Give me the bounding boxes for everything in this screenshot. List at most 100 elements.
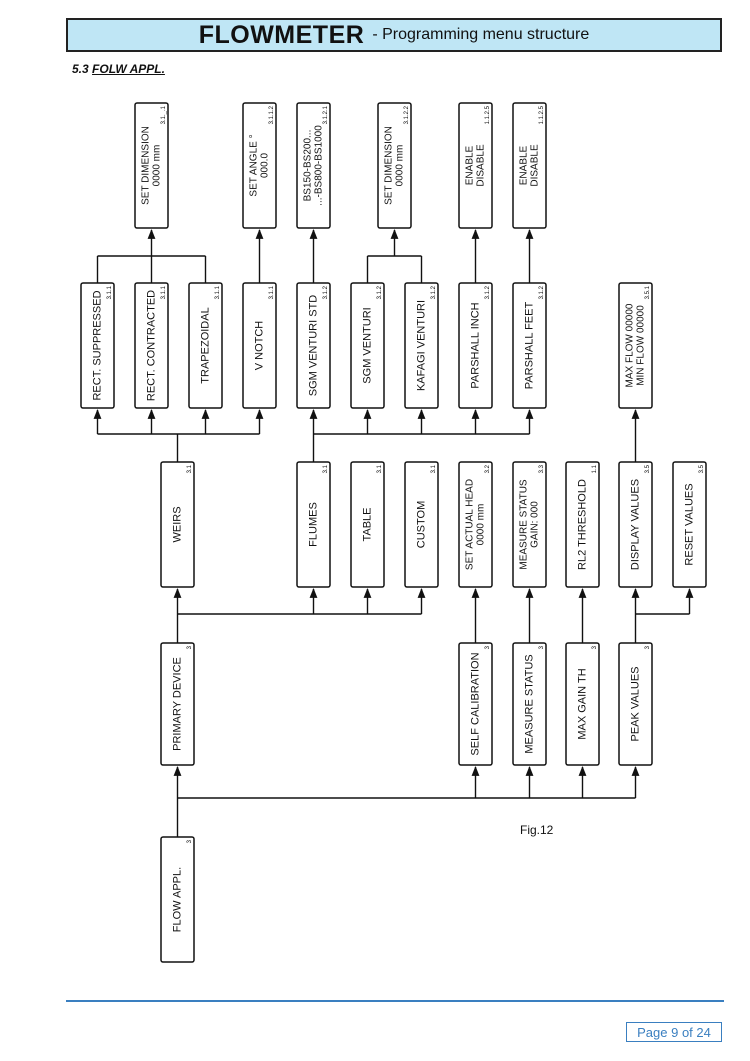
menu-box-label: TRAPEZOIDAL [200, 307, 212, 383]
menu-box-label: 0000 mm [395, 145, 406, 187]
menu-box-code: 1.1 [592, 464, 598, 473]
menu-box-code: 3.1.1 [269, 285, 275, 299]
menu-box-label: V NOTCH [254, 321, 266, 371]
menu-box-frame [296, 461, 331, 588]
menu-box-label: FLUMES [308, 502, 320, 547]
menu-box-code: 3.1.1 [107, 285, 113, 299]
menu-box-code: 3.1.2.2 [404, 105, 410, 124]
menu-box-frame [160, 836, 195, 963]
menu-box-frame [134, 282, 169, 409]
menu-box-label: MEASURE STATUS [519, 479, 530, 570]
menu-box-label: RECT. SUPPRESSED [92, 290, 104, 400]
menu-box-code: 3.1.2 [539, 285, 545, 299]
page-number: Page 9 of 24 [626, 1022, 722, 1042]
menu-box-code: 3 [539, 645, 545, 649]
menu-box-label: ENABLE [519, 145, 530, 185]
menu-box-code: 3.5 [645, 464, 651, 473]
menu-box-frame [296, 282, 331, 409]
menu-box-label: WEIRS [172, 506, 184, 542]
menu-box-code: 3.1 [323, 464, 329, 473]
section-heading: 5.3 FOLW APPL. [72, 62, 165, 76]
menu-box-frame [618, 642, 653, 766]
menu-box-label: DISPLAY VALUES [630, 479, 642, 570]
menu-box-frame [377, 102, 412, 229]
menu-box-code: 3.1.2 [323, 285, 329, 299]
menu-box-frame [160, 642, 195, 766]
menu-box-frame [512, 642, 547, 766]
menu-box-code: 1.1.2.5 [539, 105, 545, 124]
menu-box-code: 3.1.2 [377, 285, 383, 299]
menu-box-frame [565, 642, 600, 766]
menu-box-code: 3.1.2 [485, 285, 491, 299]
section-title: FOLW APPL. [92, 62, 165, 76]
menu-box-label: SET ACTUAL HEAD [465, 479, 476, 570]
menu-box-frame [618, 282, 653, 409]
menu-box-frame [404, 461, 439, 588]
menu-box-label: MIN FLOW 00000 [636, 305, 647, 386]
menu-box-frame [565, 461, 600, 588]
menu-box-frame [512, 282, 547, 409]
menu-box-code: 3 [592, 645, 598, 649]
menu-box-frame [242, 282, 277, 409]
menu-box-label: FLOW APPL. [172, 867, 184, 932]
menu-box-frame [458, 461, 493, 588]
menu-box-code: 3.1 [377, 464, 383, 473]
menu-box-label: PARSHALL INCH [470, 302, 482, 388]
menu-box-table: TABLE 3.1 [350, 461, 385, 588]
menu-box-frame [296, 102, 331, 229]
menu-box-frame [188, 282, 223, 409]
menu-box-code: 3.5 [699, 464, 705, 473]
menu-box-max-gain-th: MAX GAIN TH3 [565, 642, 600, 766]
menu-box-label: SGM VENTURI STD [308, 295, 320, 397]
menu-box-label: TABLE [362, 507, 374, 541]
menu-box-code: 3.1._.1 [161, 105, 167, 124]
menu-box-label: DISABLE [530, 144, 541, 187]
figure-label: Fig.12 [520, 823, 554, 837]
menu-box-label: SELF CALIBRATION [470, 652, 482, 755]
menu-box-label: ...-BS800-BS1000 [314, 125, 325, 206]
menu-box-frame [458, 102, 493, 229]
menu-box-code: 3.1.2.1 [323, 105, 329, 124]
menu-box-label: PRIMARY DEVICE [172, 657, 184, 751]
menu-box-label: 0000 mm [476, 504, 487, 546]
menu-box-label: DISABLE [476, 144, 487, 187]
menu-box-label: RL2 THRESHOLD [577, 479, 589, 570]
menu-box-code: 3.5.1 [645, 285, 651, 299]
menu-box-frame [512, 461, 547, 588]
menu-box-code: 3 [485, 645, 491, 649]
menu-box-code: 3 [645, 645, 651, 649]
menu-box-frame [160, 461, 195, 588]
header-subtitle: - Programming menu structure [372, 26, 590, 43]
menu-box-flumes: FLUMES 3.1 [296, 461, 331, 588]
menu-box-label: RECT. CONTRACTED [146, 290, 158, 401]
menu-box-frame [618, 461, 653, 588]
footer-rule [66, 1000, 724, 1002]
menu-box-label: MAX FLOW 00000 [625, 303, 636, 387]
menu-box-label: ENABLE [465, 145, 476, 185]
menu-box-code: 3.1.1 [161, 285, 167, 299]
menu-box-frame [672, 461, 707, 588]
section-number: 5.3 [72, 62, 89, 76]
menu-box-frame [404, 282, 439, 409]
